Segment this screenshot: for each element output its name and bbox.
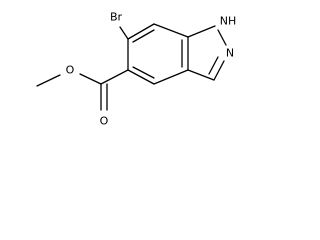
bond-c6-br	[119, 26, 129, 40]
bond-c4-c3a	[153, 69, 189, 85]
molecule-structure: Br NH N O O	[36, 11, 237, 128]
bond-c5-carbonyl-c	[100, 69, 129, 85]
bond-o-methyl	[36, 74, 61, 87]
atom-nh-label: NH	[220, 15, 237, 28]
bond-c5-c4	[127, 69, 155, 85]
bond-carbonyl-c-o-single	[79, 73, 102, 85]
bond-c7-c6	[127, 23, 155, 40]
methyl-ester-group	[36, 69, 129, 111]
bond-n1-n2	[217, 29, 227, 46]
atom-bromine-label: Br	[110, 11, 123, 24]
bond-c7a-c7	[153, 23, 189, 38]
bond-n2-c3-double	[208, 56, 219, 75]
bond-c7-c6-double	[132, 29, 155, 43]
bond-c5-c4-double	[132, 66, 155, 79]
atom-ester-oxygen-double-label: O	[100, 115, 109, 128]
benzene-ring	[127, 23, 189, 85]
atom-ester-oxygen-single-label: O	[66, 64, 75, 77]
atom-n-label: N	[226, 47, 234, 60]
bond-c7a-n1	[187, 25, 216, 38]
bond-n2-c3	[213, 60, 225, 81]
pyrazole-ring	[187, 25, 227, 81]
bond-c3-c3a	[187, 69, 215, 81]
